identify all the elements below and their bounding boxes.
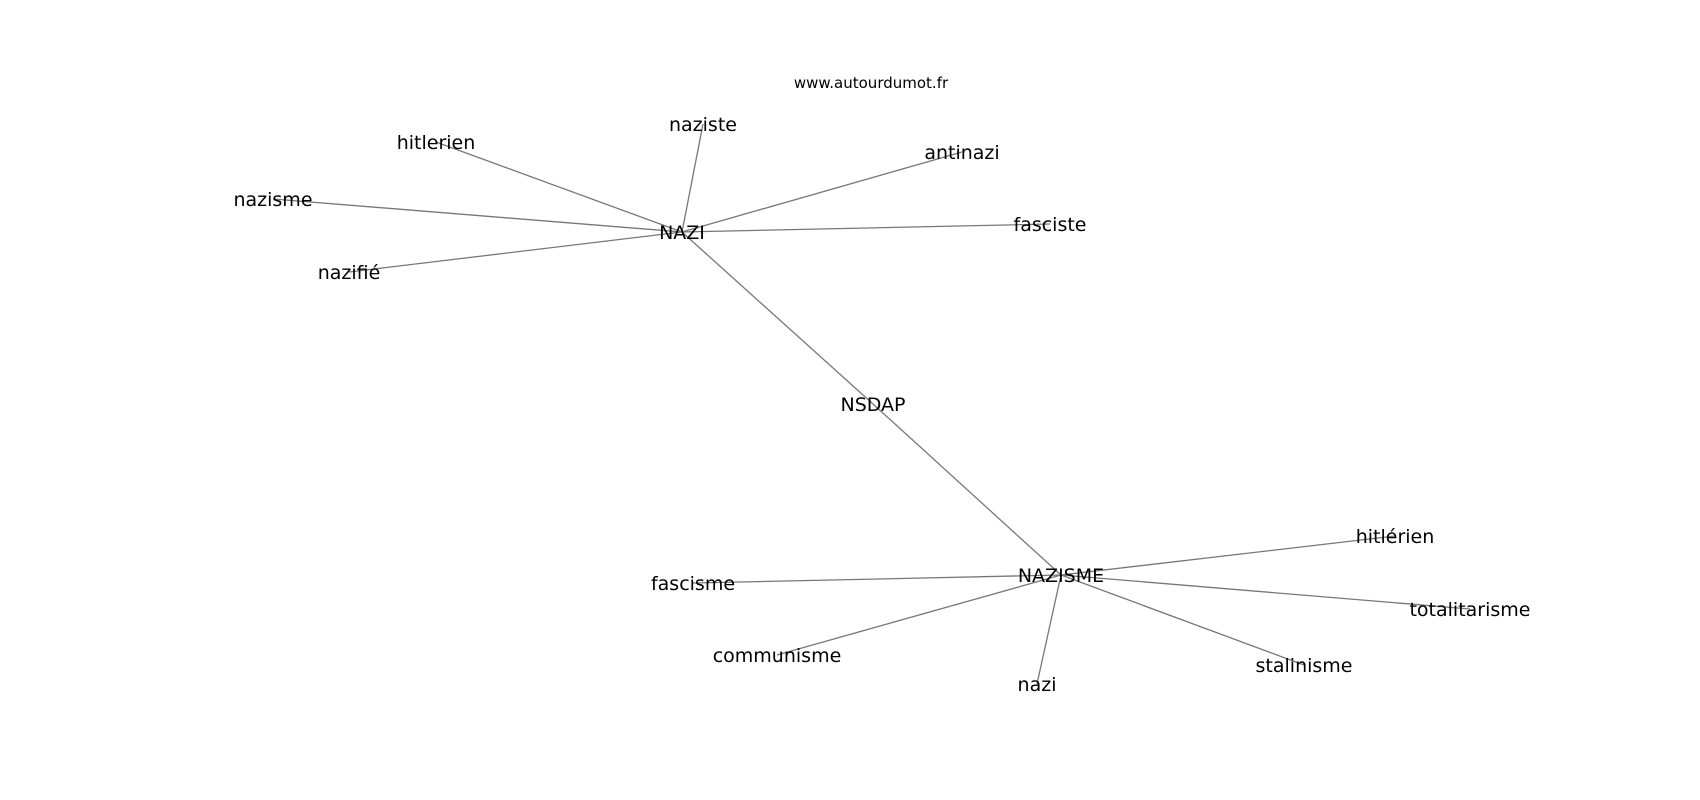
node-nazisme[interactable]: NAZISME [1018,565,1104,587]
node-nazi[interactable]: NAZI [659,222,705,244]
nodes-layer: NAZI naziste hitlerien antinazi nazisme fasci… [233,114,1530,696]
edge-nazisme-communisme [776,574,1062,656]
node-fascisme[interactable]: fascisme [651,573,735,595]
node-communisme[interactable]: communisme [713,645,842,667]
node-naziste[interactable]: naziste [669,114,737,136]
node-antinazi[interactable]: antinazi [924,142,999,164]
edge-nazi-nsdap [681,231,874,405]
edge-nazi-fasciste [681,223,1051,233]
node-totalitarisme[interactable]: totalitarisme [1409,599,1530,621]
node-hitlerien2[interactable]: hitlérien [1356,526,1435,548]
edge-nazi-antinazi [681,151,963,233]
node-nazifie[interactable]: nazifié [318,262,381,284]
edge-nazi-naziste [681,123,704,233]
edge-nazi-hitlerien [435,141,683,233]
edges-layer [272,123,1471,685]
edge-nsdap-nazisme [872,403,1062,576]
node-nsdap[interactable]: NSDAP [840,394,905,416]
edge-nazisme-stalinisme [1060,574,1305,666]
edge-nazisme-hitlerien2 [1060,535,1396,576]
edge-nazisme-totalitarisme [1060,574,1471,610]
node-fasciste[interactable]: fasciste [1014,214,1087,236]
edge-nazisme-nazi [1036,574,1062,685]
edge-nazisme-fascisme [692,574,1062,584]
node-hitlerien[interactable]: hitlerien [397,132,476,154]
node-nazisme[interactable]: nazisme [233,189,312,211]
edge-nazi-nazisme [272,198,683,233]
node-stalinisme[interactable]: stalinisme [1256,655,1353,677]
site-watermark: www.autourdumot.fr [794,74,949,92]
node-nazi[interactable]: nazi [1018,674,1057,696]
edge-nazi-nazifie [348,231,683,273]
